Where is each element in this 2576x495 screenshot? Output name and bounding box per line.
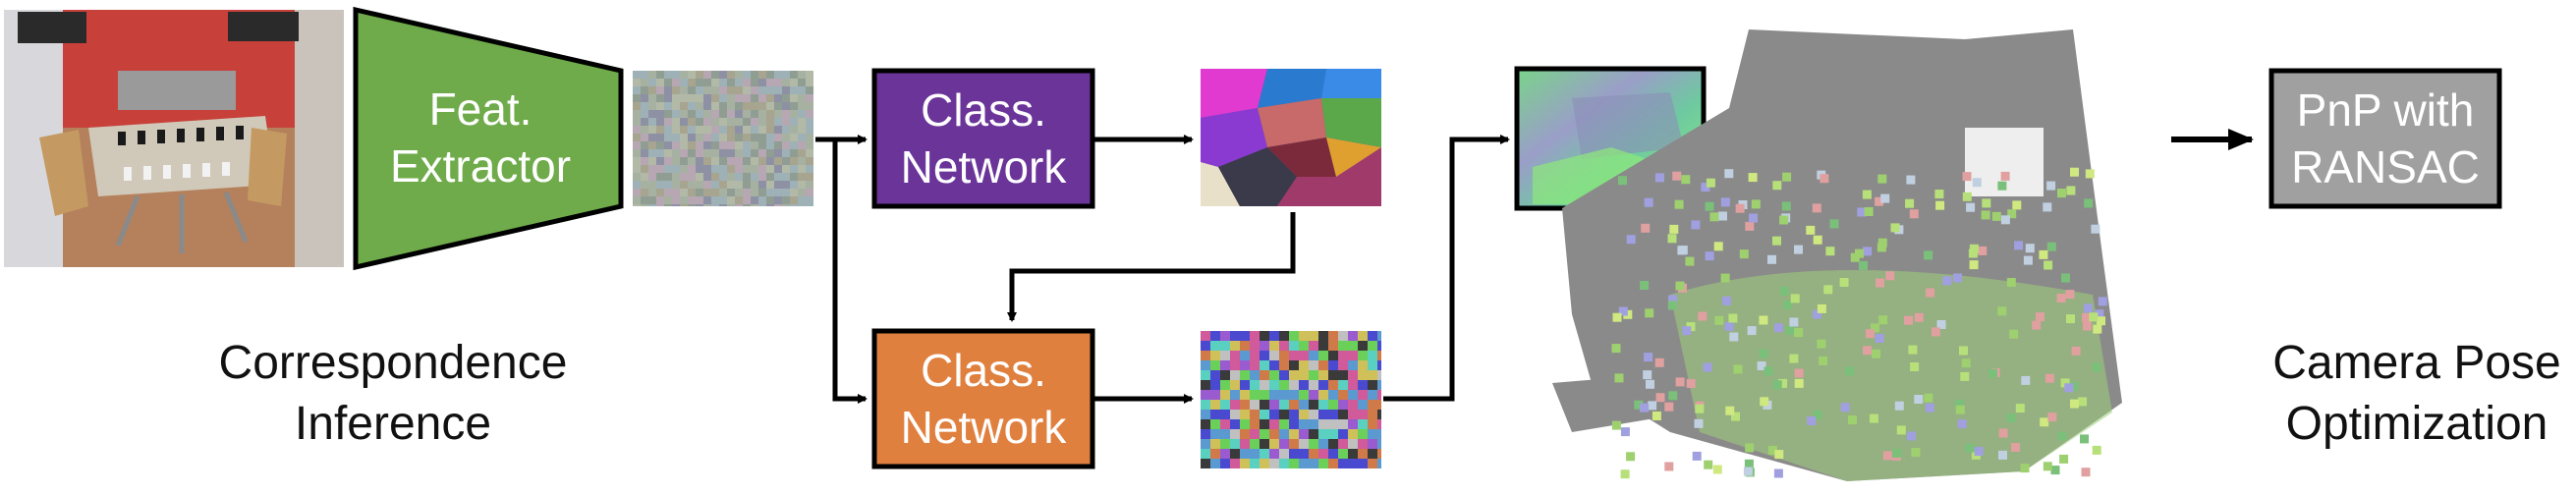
pnp-ransac-box bbox=[2268, 68, 2502, 209]
pnp-label-line1: PnP with bbox=[2297, 84, 2475, 136]
arrow-to-coordinate-map bbox=[1383, 135, 1510, 402]
class-network-bottom-label-line2: Network bbox=[901, 402, 1068, 453]
arrow-to-class-network-bottom bbox=[832, 139, 868, 404]
caption-correspondence-line2: Inference bbox=[295, 398, 491, 450]
feature-extractor-label-line2: Extractor bbox=[390, 140, 571, 192]
pnp-label-line2: RANSAC bbox=[2291, 141, 2480, 192]
coarse-segmentation-image bbox=[1201, 69, 1381, 206]
fine-segmentation-image bbox=[1201, 331, 1381, 468]
input-photo bbox=[4, 10, 344, 267]
point-cloud-image bbox=[1552, 29, 2122, 481]
caption-camera-pose-line1: Camera Pose bbox=[2272, 337, 2560, 389]
caption-correspondence-line1: Correspondence bbox=[219, 337, 568, 389]
class-network-top-label-line1: Class. bbox=[921, 84, 1046, 136]
class-network-bottom-label-line1: Class. bbox=[921, 345, 1046, 396]
arrow-seg-to-bottom-network bbox=[1007, 212, 1296, 322]
feature-extractor-label-line1: Feat. bbox=[429, 83, 532, 135]
feature-extractor-block bbox=[353, 6, 624, 271]
connectors bbox=[815, 129, 2254, 404]
class-network-top-box bbox=[871, 68, 1095, 209]
caption-camera-pose-line2: Optimization bbox=[2286, 398, 2548, 450]
feature-map-image bbox=[633, 71, 813, 206]
class-network-top-label-line2: Network bbox=[901, 141, 1068, 192]
class-network-bottom-box bbox=[871, 328, 1095, 469]
